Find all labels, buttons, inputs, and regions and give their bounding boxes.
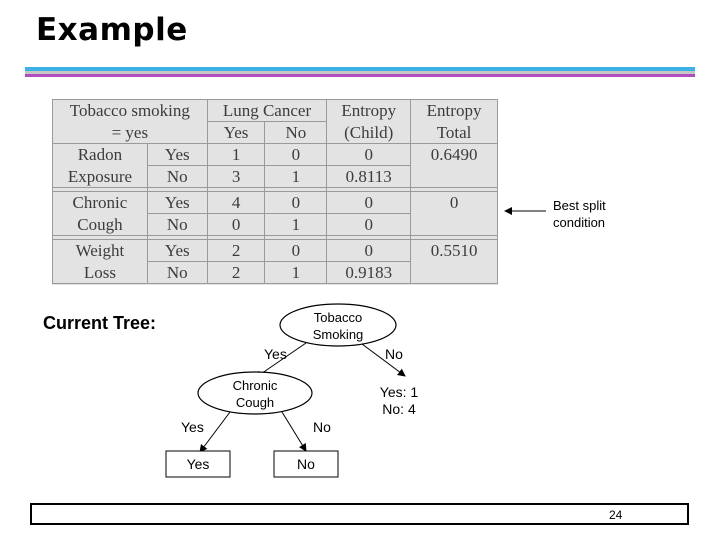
right-leaf-line1: Yes: 1 [379, 384, 419, 400]
cell-lc-yes: 3 [206, 165, 266, 188]
cough-label-line2: Cough [235, 395, 275, 410]
attr-value: Yes [146, 239, 208, 262]
header-lung-cancer: Lung Cancer [206, 99, 328, 122]
right-leaf-line2: No: 4 [382, 401, 416, 417]
header-no: No [264, 121, 328, 144]
cough-yes-label: Yes [181, 419, 204, 435]
attr-value: No [146, 261, 208, 284]
slide-title: Example [36, 12, 188, 48]
header-tobacco: Tobacco smoking [52, 99, 208, 122]
cell-lc-yes: 4 [206, 191, 266, 214]
right-leaf-label: Yes: 1 No: 4 [369, 384, 429, 418]
annotation-line2: condition [553, 215, 606, 230]
root-yes-label: Yes [264, 346, 287, 362]
root-label-line1: Tobacco [313, 310, 363, 325]
edge-cough-yes [199, 411, 231, 453]
cell-lc-no: 1 [264, 261, 328, 284]
current-tree-label: Current Tree: [43, 313, 157, 333]
cough-no-label: No [313, 419, 331, 435]
leaf-no-box [273, 450, 339, 478]
leaf-yes-box [165, 450, 231, 478]
header-entropy-total: Entropy [410, 99, 498, 122]
chronic-cough-node [197, 371, 313, 415]
cell-lc-yes: 2 [206, 261, 266, 284]
root-label-line2: Smoking [312, 327, 364, 342]
attr-name: Cough [52, 213, 148, 236]
cell-lc-yes: 2 [206, 239, 266, 262]
cell-entropy-child: 0.9183 [326, 261, 412, 284]
root-node-label: Tobacco Smoking [298, 309, 378, 343]
title-rule-blue [25, 67, 695, 71]
cell-entropy-total: 0.5510 [410, 239, 498, 262]
attr-name: Exposure [52, 165, 148, 188]
root-node [279, 303, 397, 347]
leaf-no-label: No [297, 456, 315, 472]
edge-cough-no [281, 411, 307, 452]
edge-root-no [361, 343, 406, 377]
chronic-cough-label: Chronic Cough [215, 377, 295, 411]
annotation-line1: Best split [553, 198, 606, 213]
footer-bar: 24 [30, 503, 689, 525]
attr-name: Weight [52, 239, 148, 262]
attr-value: No [146, 213, 208, 236]
leaf-yes-label: Yes [186, 456, 210, 472]
attr-name: Loss [52, 261, 148, 284]
header-yes: Yes [206, 121, 266, 144]
attr-value: Yes [146, 191, 208, 214]
header-child: (Child) [326, 121, 412, 144]
attr-name: Radon [52, 143, 148, 166]
cell-entropy-total: 0 [410, 191, 498, 214]
cell-entropy-child: 0.8113 [326, 165, 412, 188]
page-number: 24 [609, 508, 623, 522]
header-entropy-child: Entropy [326, 99, 412, 122]
title-rule-gray [25, 71, 695, 74]
best-split-annotation: Best split condition [553, 197, 606, 231]
header-tobacco-value: = yes [52, 121, 208, 144]
cough-label-line1: Chronic [232, 378, 278, 393]
cell-lc-yes: 1 [206, 143, 266, 166]
header-total: Total [410, 121, 498, 144]
attr-name: Chronic [52, 191, 148, 214]
root-no-label: No [385, 346, 403, 362]
attr-value: Yes [146, 143, 208, 166]
entropy-table: Tobacco smoking Lung Cancer Entropy Entr… [52, 99, 498, 285]
attr-value: No [146, 165, 208, 188]
title-rule-purple [25, 74, 695, 77]
cell-lc-yes: 0 [206, 213, 266, 236]
cell-entropy-total: 0.6490 [410, 143, 498, 166]
